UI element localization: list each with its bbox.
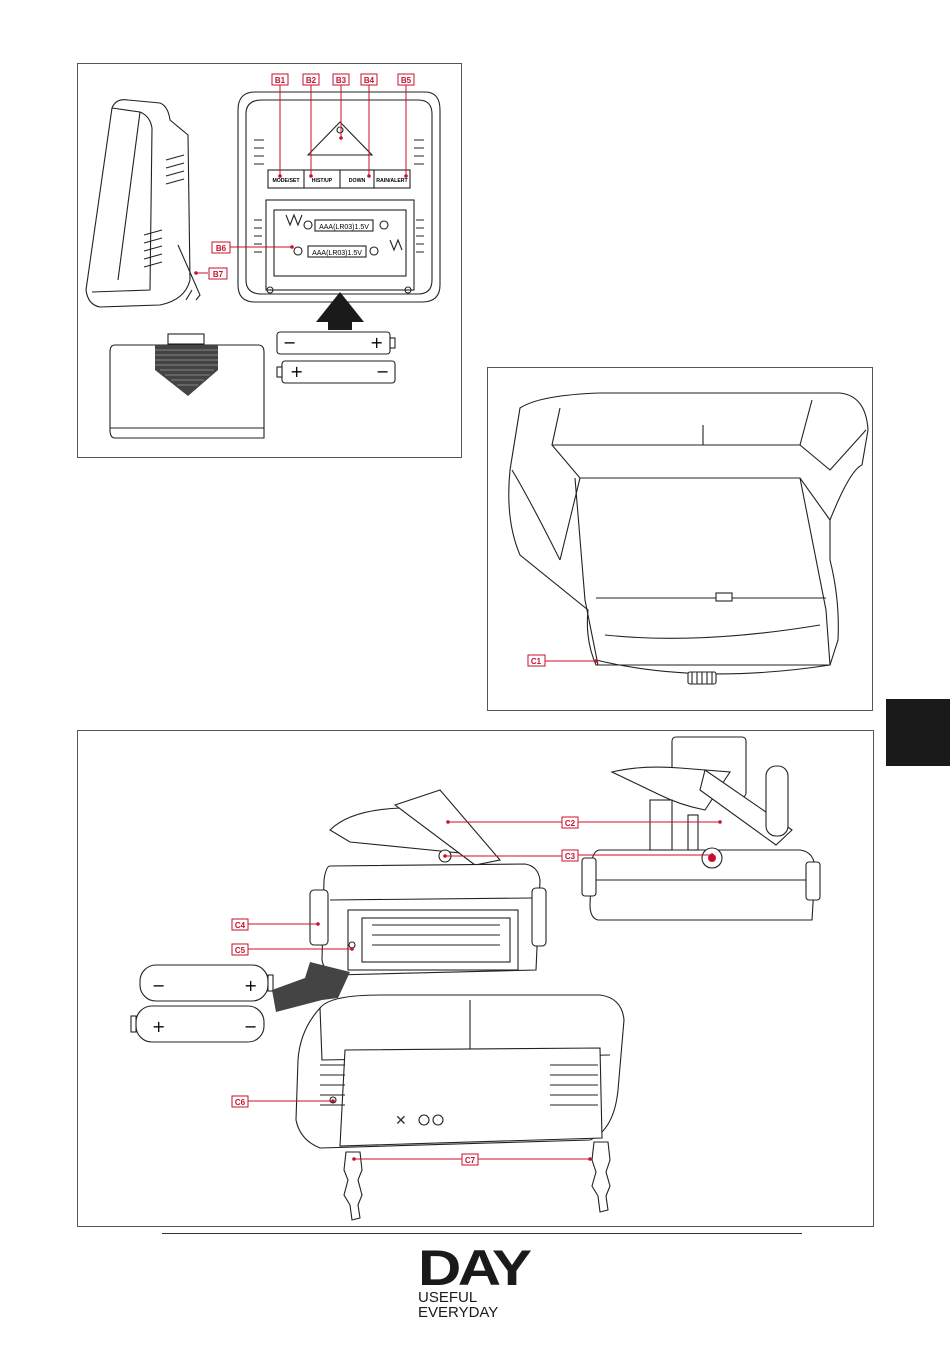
aaa-batteries: − + + − [277, 332, 395, 383]
sensor-base: ✕ [296, 995, 624, 1148]
hist-up-label: HIST/UP [312, 178, 333, 184]
label-c4: C4 [235, 921, 246, 930]
battery-text-top: AAA(LR03)1.5V [319, 224, 369, 231]
footer-divider [162, 1233, 802, 1234]
label-c1: C1 [531, 657, 542, 666]
label-c7: C7 [465, 1156, 476, 1165]
display-back-view: MODE/SET HIST/UP DOWN RAIN/ALERT AAA(LR0… [238, 92, 440, 302]
label-b3: B3 [336, 76, 347, 85]
rain-alert-label: RAIN/ALERT [376, 178, 408, 184]
label-b1: B1 [275, 76, 286, 85]
label-b6: B6 [216, 244, 227, 253]
battery-4-minus: − [244, 1017, 257, 1036]
rain-gauge-assembled [582, 737, 820, 920]
mode-set-label: MODE/SET [272, 178, 300, 184]
battery-3-plus: + [244, 976, 257, 995]
logo-tagline-2: EVERYDAY [418, 1305, 532, 1320]
sensor-shield [509, 393, 868, 684]
label-b4: B4 [364, 76, 375, 85]
brand-logo: DAY USEFUL EVERYDAY [418, 1246, 532, 1320]
battery-1-plus: + [370, 333, 383, 352]
label-c3: C3 [565, 852, 576, 861]
battery-2-minus: − [376, 362, 389, 381]
label-b2: B2 [306, 76, 317, 85]
labels-c1: C1 [528, 655, 598, 666]
battery-text-bottom: AAA(LR03)1.5V [312, 250, 362, 257]
rain-gauge-open [310, 790, 546, 975]
display-side-view [86, 100, 200, 307]
label-c2: C2 [565, 819, 576, 828]
battery-cover [110, 334, 264, 438]
aa-batteries: − + + − [131, 965, 273, 1042]
logo-word: DAY [418, 1246, 555, 1290]
battery-4-plus: + [152, 1017, 165, 1036]
battery-2-plus: + [290, 362, 303, 381]
label-b5: B5 [401, 76, 412, 85]
battery-3-minus: − [152, 976, 165, 995]
label-c5: C5 [235, 946, 246, 955]
svg-text:✕: ✕ [395, 1113, 407, 1129]
down-label: DOWN [349, 178, 366, 184]
battery-1-minus: − [283, 333, 296, 352]
label-c6: C6 [235, 1098, 246, 1107]
label-b7: B7 [213, 270, 224, 279]
